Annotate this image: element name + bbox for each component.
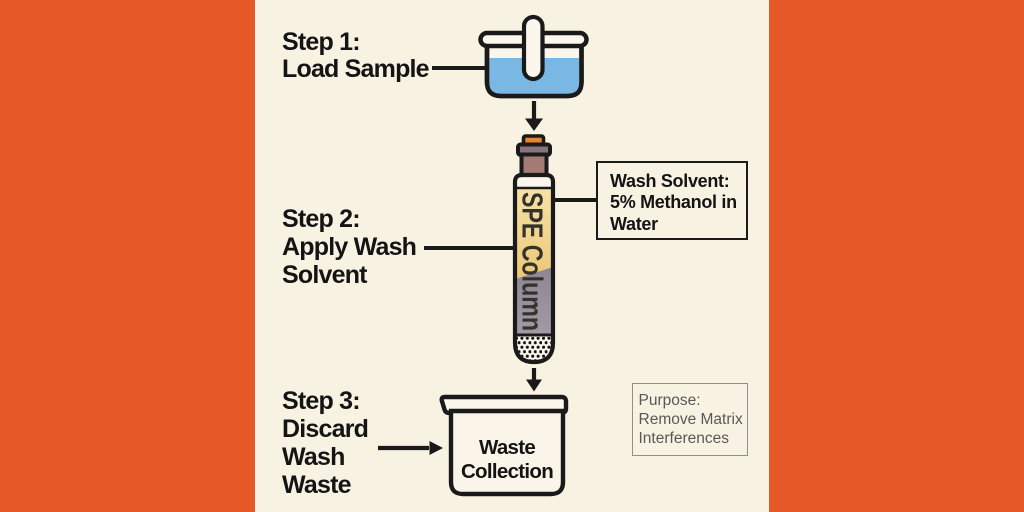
svg-text:SPE Column: SPE Column <box>516 192 548 331</box>
